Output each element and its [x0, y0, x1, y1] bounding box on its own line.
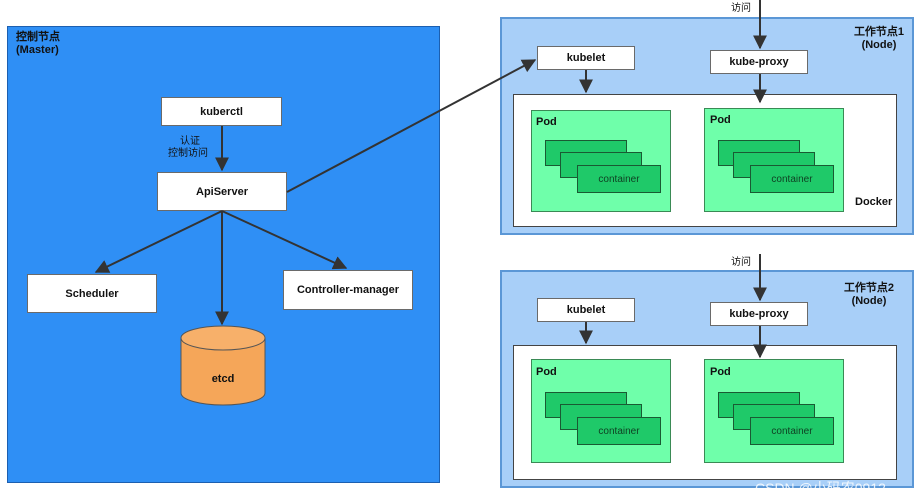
- node2-pod-1-label: Pod: [536, 366, 557, 378]
- node2-kubelet-box: kubelet: [537, 298, 635, 322]
- node2-pod-2-container: container: [750, 417, 834, 445]
- node1-title-en: (Node): [861, 39, 897, 51]
- auth-label: 认证 控制访问: [168, 136, 228, 160]
- node1-pod-1-label: Pod: [536, 116, 557, 128]
- node1-pod-2-container: container: [750, 165, 834, 193]
- node2-title: 工作节点2 (Node): [838, 282, 900, 308]
- arrow-apiserver-to-scheduler: [94, 210, 223, 273]
- node1-access-label: 访问: [731, 3, 751, 14]
- apiserver-box: ApiServer: [157, 172, 287, 211]
- scheduler-box: Scheduler: [27, 274, 157, 313]
- auth-line1: 认证: [180, 136, 200, 147]
- node1-title-cn: 工作节点1: [853, 26, 905, 38]
- controller-manager-label: Controller-manager: [296, 284, 400, 296]
- node2-pod-2-label: Pod: [710, 366, 731, 378]
- node1-title: 工作节点1 (Node): [848, 26, 910, 52]
- arrow-apiserver-to-controller: [221, 210, 348, 270]
- kuberctl-box: kuberctl: [161, 97, 282, 126]
- kuberctl-label: kuberctl: [200, 105, 243, 118]
- node1-pod-2-label: Pod: [710, 114, 731, 126]
- master-title-en: (Master): [16, 44, 59, 56]
- arrow-apiserver-to-kubelet: [286, 59, 537, 193]
- node2-kube-proxy-label: kube-proxy: [729, 308, 789, 320]
- etcd-cylinder: [180, 325, 266, 406]
- scheduler-label: Scheduler: [65, 287, 119, 300]
- etcd-label: etcd: [211, 373, 235, 385]
- auth-line2: 控制访问: [168, 148, 208, 159]
- node2-pod-1-container-label: container: [598, 425, 640, 437]
- node2-pod-2-container-label: container: [771, 425, 813, 437]
- node1-kube-proxy-label: kube-proxy: [729, 56, 789, 68]
- apiserver-label: ApiServer: [196, 185, 248, 198]
- node1-pod-1-container-label: container: [598, 173, 640, 185]
- node2-pod-1-container: container: [577, 417, 661, 445]
- node1-kubelet-label: kubelet: [566, 52, 606, 64]
- watermark: CSDN @小码农0912: [755, 480, 886, 496]
- node1-kubelet-box: kubelet: [537, 46, 635, 70]
- controller-manager-box: Controller-manager: [283, 270, 413, 310]
- master-title-cn: 控制节点: [16, 31, 60, 43]
- node2-kube-proxy-box: kube-proxy: [710, 302, 808, 326]
- node1-pod-1-container: container: [577, 165, 661, 193]
- node2-kubelet-label: kubelet: [566, 304, 606, 316]
- node2-title-cn: 工作节点2: [843, 282, 895, 294]
- node2-access-label: 访问: [731, 257, 751, 268]
- node1-pod-2-container-label: container: [771, 173, 813, 185]
- node2-title-en: (Node): [851, 295, 887, 307]
- node1-docker-label: Docker: [855, 196, 893, 208]
- node1-kube-proxy-box: kube-proxy: [710, 50, 808, 74]
- master-title: 控制节点 (Master): [16, 31, 60, 57]
